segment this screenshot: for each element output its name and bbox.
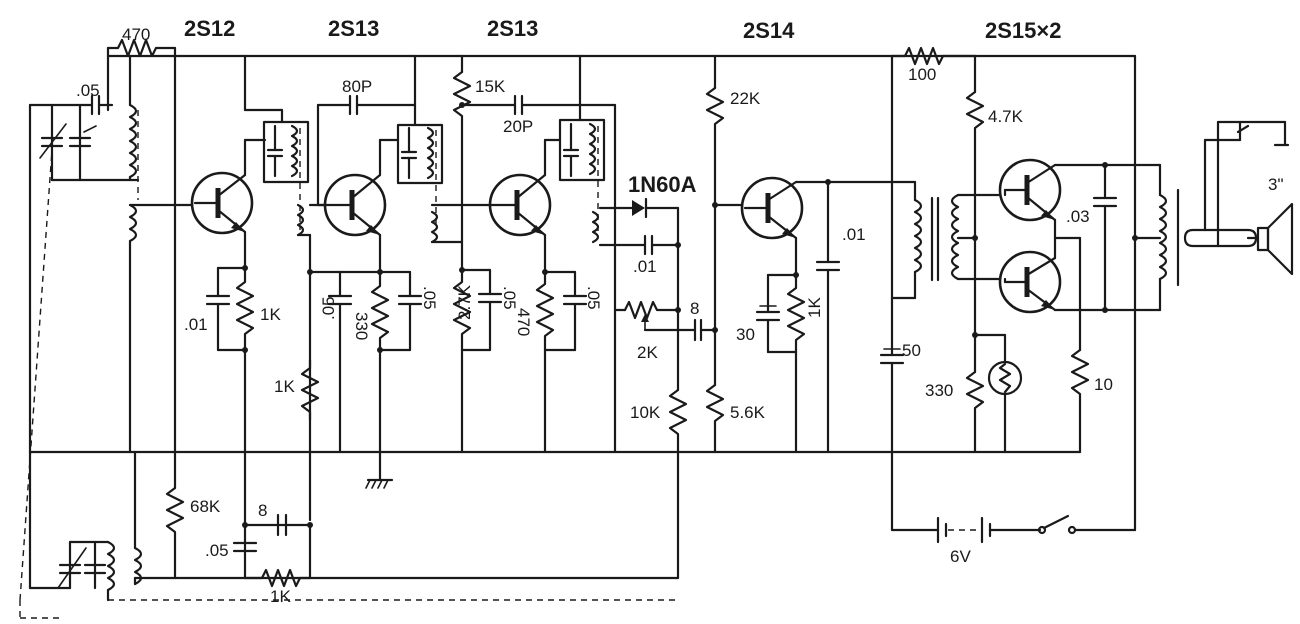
label-c-80p: 80P	[342, 77, 372, 96]
q4-stage	[705, 54, 917, 454]
label-speaker: 3"	[1268, 175, 1284, 194]
label-r-68k: 68K	[190, 497, 221, 516]
speaker-icon	[1256, 226, 1270, 252]
label-c-01-det: .01	[633, 257, 657, 276]
q2-stage	[296, 54, 444, 522]
label-battery: 6V	[950, 547, 971, 566]
label-q4: 2S14	[743, 18, 795, 43]
label-r-330-out: 330	[925, 381, 953, 400]
label-r-2k: 2K	[637, 343, 658, 362]
label-c-30: 30	[736, 325, 755, 344]
label-r-1k-mid: 1K	[274, 377, 295, 396]
label-q1: 2S12	[184, 16, 235, 41]
antenna-tuner-section	[19, 38, 197, 619]
output-stage	[879, 46, 1294, 544]
label-c-03: .03	[1066, 207, 1090, 226]
label-r-100: 100	[908, 65, 936, 84]
label-c-05-q2: .05	[319, 296, 338, 320]
diode-symbol	[632, 200, 645, 216]
label-c-20p: 20P	[503, 117, 533, 136]
label-c-01-q1: .01	[184, 315, 208, 334]
bottom-tuner-section	[28, 450, 680, 602]
transistor-q5b	[998, 250, 1062, 314]
label-r-1k-q4: 1K	[805, 297, 824, 318]
label-r-4-7k: 4.7K	[988, 107, 1024, 126]
label-q5: 2S15×2	[985, 18, 1061, 43]
detector-stage	[591, 197, 718, 580]
label-r-10k: 10K	[630, 403, 661, 422]
transistor-q1	[190, 171, 254, 235]
label-c-50: 50	[902, 341, 921, 360]
label-r-10: 10	[1094, 375, 1113, 394]
label-r-5-6k: 5.6K	[730, 403, 766, 422]
label-r-1k-low: 1K	[270, 587, 291, 606]
label-c-05-q3b: .05	[584, 286, 603, 310]
label-c-05-q3: .05	[500, 286, 519, 310]
label-q3: 2S13	[487, 16, 538, 41]
transistor-labels: 2S12 2S13 2S13 2S14 2S15×2 1N60A	[184, 16, 1061, 197]
label-q2: 2S13	[328, 16, 379, 41]
label-c-8-low: 8	[258, 501, 267, 520]
transistor-q5a	[998, 158, 1062, 222]
q1-stage	[190, 54, 310, 580]
label-diode: 1N60A	[628, 172, 697, 197]
label-r-22k: 22K	[730, 89, 761, 108]
label-c-ant: .05	[76, 81, 100, 100]
label-r-2-7k: 2.7K	[455, 284, 474, 320]
r68k-column	[165, 54, 185, 580]
lower-network	[232, 513, 313, 588]
q3-stage	[430, 54, 617, 454]
label-c-8-det: 8	[690, 299, 699, 318]
label-c-01-q4: .01	[842, 225, 866, 244]
label-r-1k-q1: 1K	[260, 305, 281, 324]
label-r-470: 470	[122, 25, 150, 44]
transistor-q4	[740, 176, 804, 240]
label-r-330-q2: 330	[352, 312, 371, 340]
label-r-470-q3: 470	[514, 308, 533, 336]
label-r-15k: 15K	[475, 77, 506, 96]
label-c-05-q2b: .05	[420, 286, 439, 310]
label-c-05-low: .05	[205, 541, 229, 560]
component-labels: 470 .05 80P 15K 20P 22K 100 4.7K .01 1K …	[76, 25, 1284, 606]
